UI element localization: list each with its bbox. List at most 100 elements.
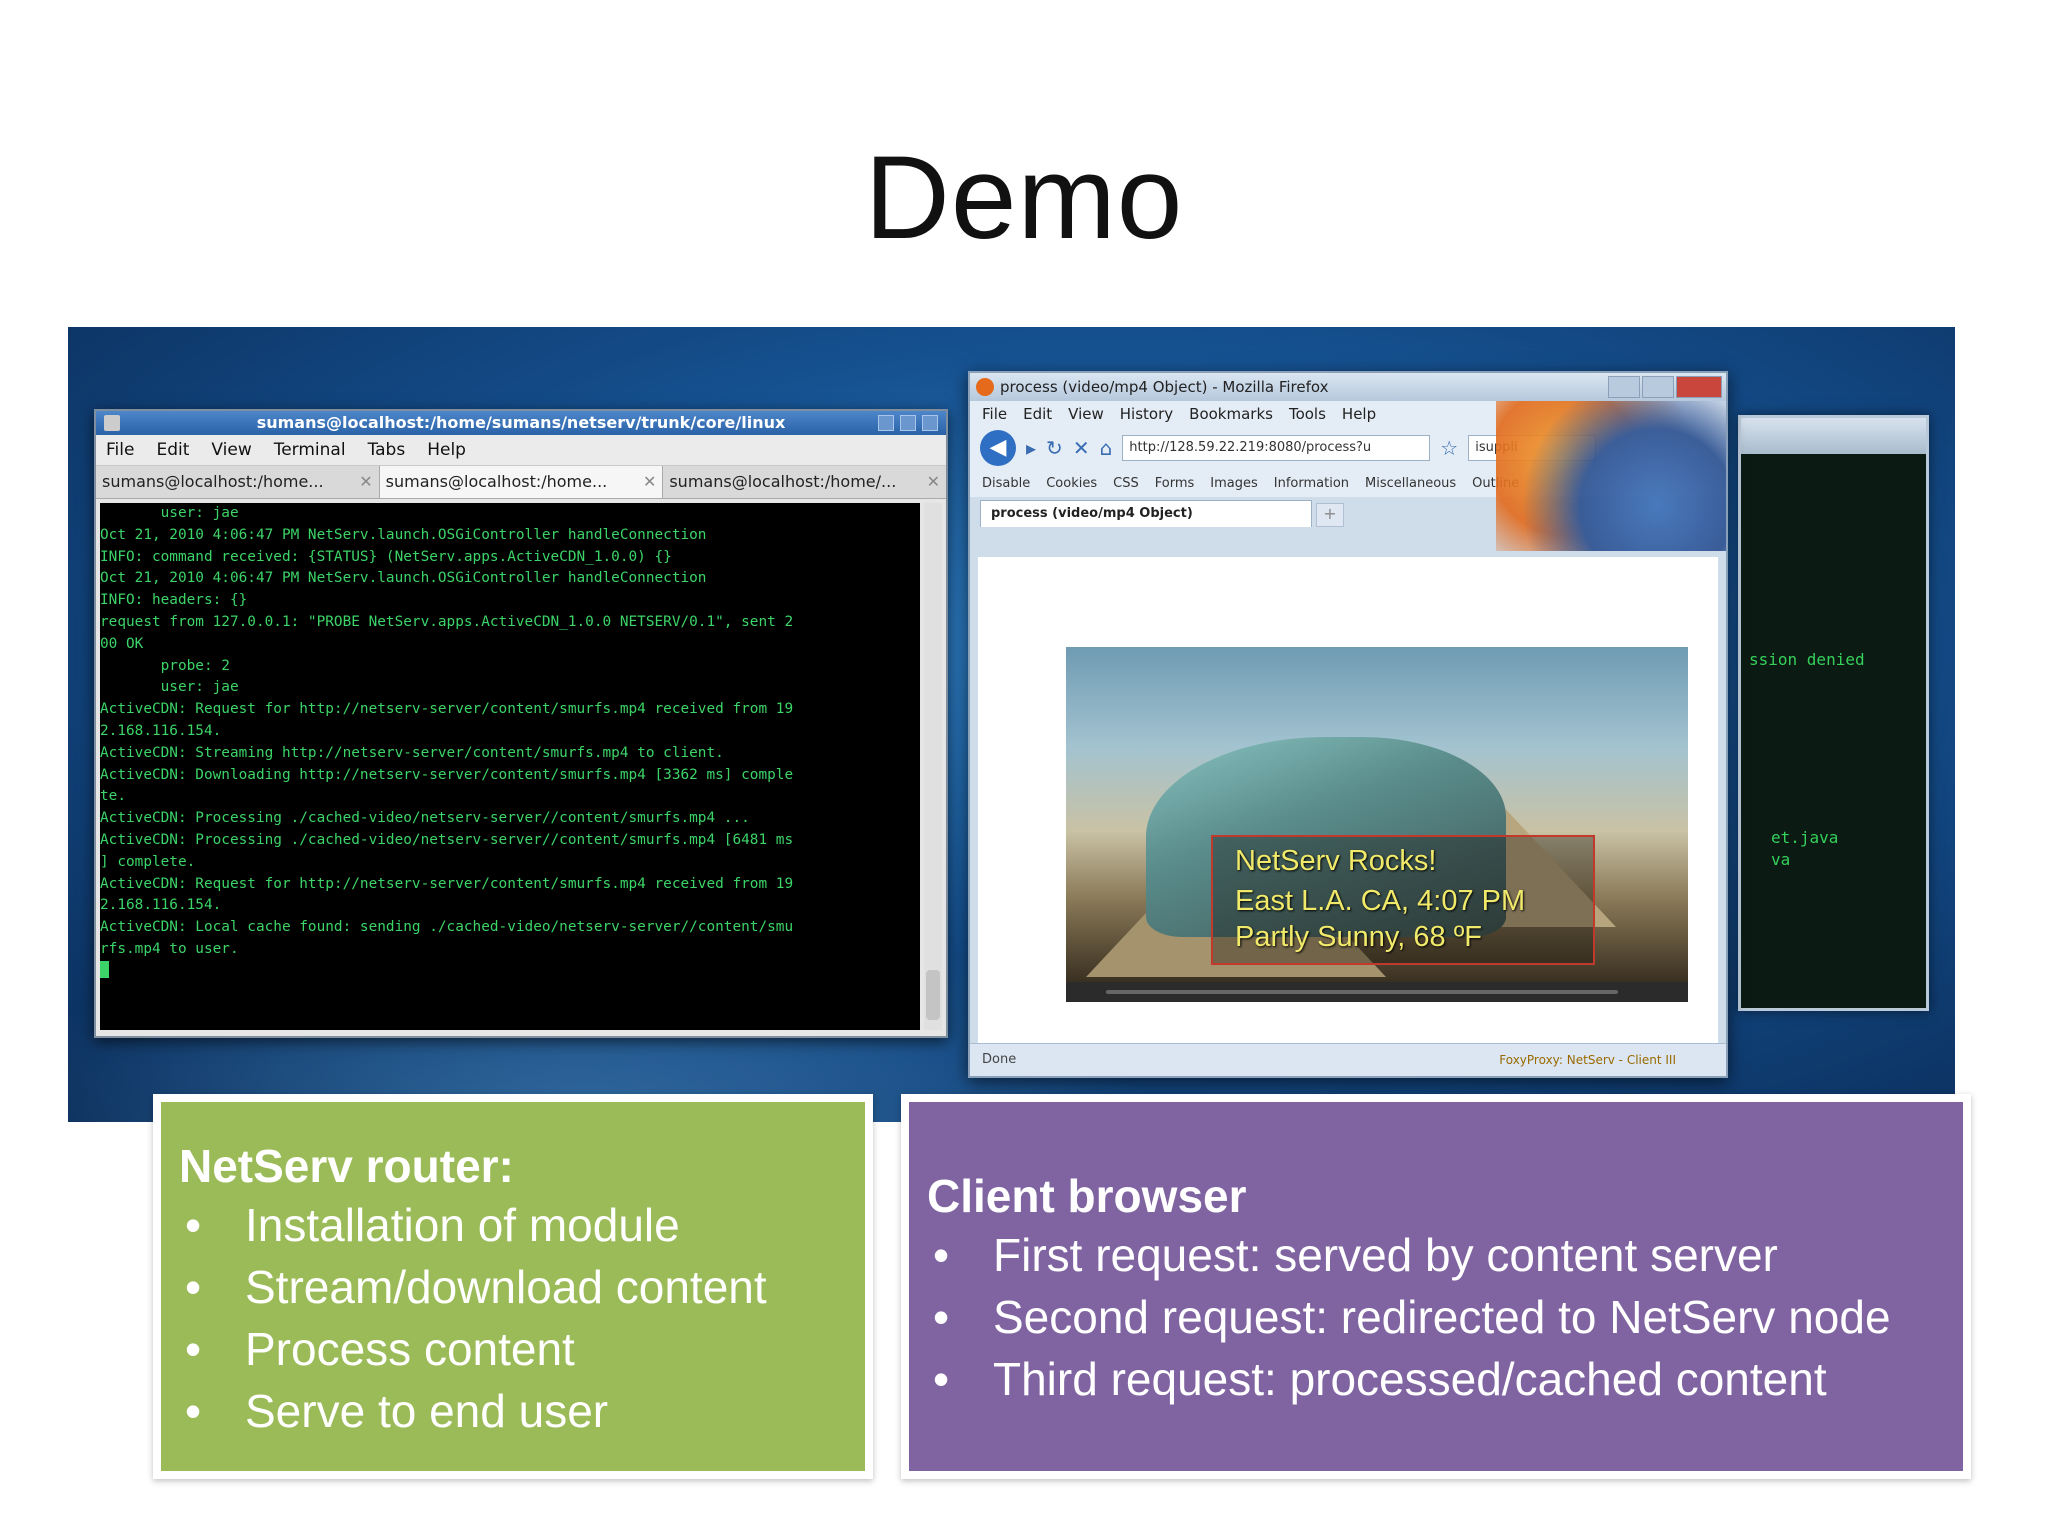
terminal-line: ] complete.: [100, 853, 196, 870]
maximize-button[interactable]: [1642, 376, 1674, 398]
video-frame-image: NetServ Rocks! East L.A. CA, 4:07 PM Par…: [1066, 647, 1688, 982]
terminal-line: INFO: command received: {STATUS} (NetSer…: [100, 548, 672, 565]
terminal-scrollbar-thumb[interactable]: [926, 970, 940, 1020]
terminal-scrollbar[interactable]: [924, 503, 942, 1030]
menu-edit[interactable]: Edit: [1023, 405, 1053, 423]
terminal-titlebar[interactable]: sumans@localhost:/home/sumans/netserv/tr…: [96, 411, 946, 435]
client-callout: Client browser First request: served by …: [901, 1094, 1971, 1479]
router-heading: NetServ router:: [179, 1140, 514, 1192]
menu-help[interactable]: Help: [427, 440, 466, 460]
close-button[interactable]: [1676, 376, 1722, 398]
devbar-forms[interactable]: Forms: [1154, 475, 1195, 491]
video-controls[interactable]: [1066, 982, 1688, 1002]
minimize-button[interactable]: [1608, 376, 1640, 398]
menu-tabs[interactable]: Tabs: [367, 440, 406, 460]
terminal-line: INFO: headers: {}: [100, 592, 248, 609]
client-heading: Client browser: [927, 1170, 1247, 1222]
router-bullet: Stream/download content: [179, 1256, 851, 1318]
terminal-line: te.: [100, 788, 126, 805]
terminal-line: ActiveCDN: Local cache found: sending ./…: [100, 919, 794, 936]
devbar-images[interactable]: Images: [1210, 475, 1258, 491]
video-overlay-line: East L.A. CA, 4:07 PM: [1235, 885, 1526, 917]
new-tab-button[interactable]: +: [1316, 503, 1344, 527]
window-controls: [878, 415, 938, 431]
background-terminal-line: ssion denied: [1749, 650, 1865, 669]
close-tab-icon[interactable]: ✕: [359, 472, 373, 491]
close-tab-icon[interactable]: ✕: [642, 472, 657, 491]
window-controls: [1608, 376, 1722, 398]
firefox-statusbar: Done FoxyProxy: NetServ - Client III: [970, 1043, 1726, 1076]
status-text: Done: [982, 1052, 1017, 1067]
menu-file[interactable]: File: [982, 405, 1008, 423]
video-seek-bar[interactable]: [1106, 990, 1618, 994]
client-bullet: First request: served by content server: [927, 1224, 1949, 1286]
terminal-tab[interactable]: sumans@localhost:/home... ✕: [96, 466, 379, 498]
menu-bookmarks[interactable]: Bookmarks: [1189, 405, 1273, 423]
terminal-cursor-line: [100, 960, 920, 986]
minimize-button[interactable]: [878, 415, 894, 431]
terminal-line: user: jae: [100, 679, 239, 696]
devbar-css[interactable]: CSS: [1113, 475, 1139, 491]
menu-view[interactable]: View: [211, 440, 252, 460]
terminal-tab-label: sumans@localhost:/home...: [385, 472, 608, 491]
terminal-tab-active[interactable]: sumans@localhost:/home... ✕: [378, 466, 664, 498]
terminal-tab[interactable]: sumans@localhost:/home/... ✕: [663, 466, 946, 498]
stop-icon[interactable]: ✕: [1072, 436, 1090, 460]
firefox-titlebar[interactable]: process (video/mp4 Object) - Mozilla Fir…: [970, 373, 1726, 401]
terminal-output[interactable]: user: jae Oct 21, 2010 4:06:47 PM NetSer…: [100, 503, 920, 1030]
terminal-line: ActiveCDN: Request for http://netserv-se…: [100, 701, 794, 718]
video-overlay-line: NetServ Rocks!: [1235, 845, 1437, 877]
background-window-titlebar[interactable]: [1741, 418, 1926, 454]
terminal-line: ActiveCDN: Streaming http://netserv-serv…: [100, 744, 724, 761]
forward-arrow-icon[interactable]: ▸: [1026, 436, 1037, 460]
background-terminal-window[interactable]: ssion denied et.java va: [1738, 415, 1929, 1011]
menu-help[interactable]: Help: [1341, 405, 1377, 423]
foxyproxy-status[interactable]: FoxyProxy: NetServ - Client III: [1499, 1053, 1676, 1067]
firefox-window[interactable]: process (video/mp4 Object) - Mozilla Fir…: [968, 371, 1728, 1078]
firefox-globe-graphic: [1496, 401, 1726, 551]
terminal-line: probe: 2: [100, 657, 230, 674]
router-bullet: Serve to end user: [179, 1380, 851, 1442]
client-bullet: Second request: redirected to NetServ no…: [927, 1286, 1949, 1348]
browser-content[interactable]: NetServ Rocks! East L.A. CA, 4:07 PM Par…: [978, 557, 1718, 1044]
browser-tab[interactable]: process (video/mp4 Object): [980, 500, 1312, 527]
close-button[interactable]: [922, 415, 938, 431]
terminal-line: user: jae: [100, 505, 239, 521]
menu-tools[interactable]: Tools: [1288, 405, 1326, 423]
terminal-menubar: File Edit View Terminal Tabs Help: [96, 435, 946, 466]
maximize-button[interactable]: [900, 415, 916, 431]
devbar-information[interactable]: Information: [1273, 475, 1350, 491]
devbar-disable[interactable]: Disable: [982, 475, 1031, 491]
terminal-tab-label: sumans@localhost:/home...: [102, 472, 324, 491]
devbar-cookies[interactable]: Cookies: [1046, 475, 1098, 491]
slide-title: Demo: [864, 132, 1184, 264]
background-terminal-line: et.java: [1771, 828, 1839, 847]
menu-history[interactable]: History: [1119, 405, 1174, 423]
devbar-miscellaneous[interactable]: Miscellaneous: [1365, 475, 1457, 491]
terminal-line: 2.168.116.154.: [100, 897, 222, 914]
close-tab-icon[interactable]: ✕: [926, 472, 941, 491]
terminal-line: ActiveCDN: Processing ./cached-video/net…: [100, 810, 750, 827]
menu-terminal[interactable]: Terminal: [273, 440, 346, 460]
terminal-line: Oct 21, 2010 4:06:47 PM NetServ.launch.O…: [100, 570, 707, 587]
screenshot-desktop: ssion denied et.java va sumans@localhost…: [68, 327, 1955, 1122]
video-overlay-box: NetServ Rocks! East L.A. CA, 4:07 PM Par…: [1211, 835, 1595, 965]
terminal-line: rfs.mp4 to user.: [100, 940, 239, 957]
sphinx-shape: [1146, 737, 1506, 937]
url-field[interactable]: http://128.59.22.219:8080/process?u: [1122, 435, 1431, 461]
terminal-tab-label: sumans@localhost:/home/...: [669, 472, 897, 491]
terminal-window[interactable]: sumans@localhost:/home/sumans/netserv/tr…: [94, 409, 948, 1038]
back-arrow-icon[interactable]: ◀: [980, 430, 1016, 466]
menu-view[interactable]: View: [1068, 405, 1104, 423]
reload-icon[interactable]: ↻: [1046, 436, 1063, 460]
menu-edit[interactable]: Edit: [156, 440, 190, 460]
video-player[interactable]: NetServ Rocks! East L.A. CA, 4:07 PM Par…: [1066, 647, 1688, 1002]
video-overlay-line: Partly Sunny, 68 ºF: [1235, 921, 1482, 953]
terminal-line: ActiveCDN: Processing ./cached-video/net…: [100, 831, 794, 848]
bookmark-star-icon[interactable]: ☆: [1440, 436, 1459, 460]
background-terminal-line: va: [1771, 850, 1791, 869]
home-icon[interactable]: ⌂: [1099, 436, 1113, 460]
menu-file[interactable]: File: [106, 440, 135, 460]
router-bullet: Installation of module: [179, 1194, 851, 1256]
router-bullet: Process content: [179, 1318, 851, 1380]
